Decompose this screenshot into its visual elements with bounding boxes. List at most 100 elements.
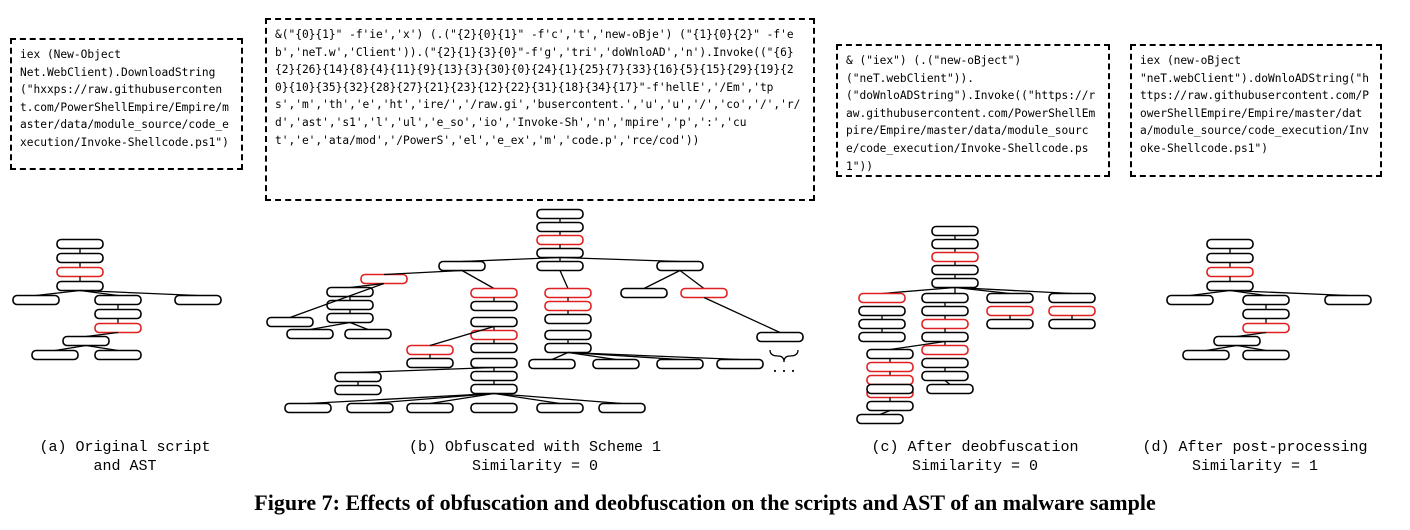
ast-node [866,348,914,360]
ast-node-highlighted [406,344,454,356]
ast-edge [1236,344,1267,352]
ast-node [598,402,646,414]
ast-node-highlighted [921,344,969,356]
ast-node [921,331,969,343]
ast-node [756,331,804,343]
ast-node [94,349,142,361]
ast-edge [703,296,781,334]
ast-node [1242,349,1290,361]
ast-node [406,402,454,414]
ast-edge [567,351,741,361]
caption-d-line1: (d) After post-processing [1142,439,1368,456]
ast-edge [643,269,681,290]
ast-node [56,252,104,264]
ast-node-highlighted [680,287,728,299]
ast-tree-original [12,238,222,361]
ast-node [1213,335,1261,347]
ast-edge [85,344,119,352]
ast-node [62,335,110,347]
ast-edge [429,392,495,405]
ast-edge [559,270,569,289]
ast-edge [54,344,87,352]
ast-edge [493,392,623,405]
ast-node [56,238,104,250]
ast-node [344,328,392,340]
ast-node [931,264,979,276]
ast-node [1242,308,1290,320]
ast-node [1206,238,1254,250]
ast-node [470,383,518,395]
ast-node [921,292,969,304]
ast-node [334,384,382,396]
caption-panel-a: (a) Original script and AST [20,438,230,476]
ast-node [1242,294,1290,306]
caption-a-line1: (a) Original script [39,439,211,456]
ast-node-highlighted [360,273,408,285]
ast-node [986,292,1034,304]
ast-edge [383,269,463,276]
ast-node [284,402,332,414]
ast-node [544,329,592,341]
script-box-original: iex (New-Object Net.WebClient).DownloadS… [10,38,243,170]
ast-node-highlighted [1242,322,1290,334]
ast-node [470,357,518,369]
ast-node [266,316,314,328]
ast-edge [1189,289,1231,297]
ast-node [470,300,518,312]
ast-node [931,277,979,289]
ast-node-highlighted [866,374,914,386]
ast-edge [551,351,569,361]
caption-c-line1: (c) After deobfuscation [871,439,1079,456]
ast-node [1206,280,1254,292]
caption-b-line2: Similarity = 0 [471,458,599,475]
script-box-postprocessed: iex (new-oBject "neT.webClient").doWnloA… [1130,44,1382,177]
ast-tree-obfuscated [266,208,804,414]
ast-edge [567,351,617,361]
ast-node [856,413,904,425]
ast-edge [309,321,351,331]
ast-edge [889,340,946,351]
caption-d-line2: Similarity = 1 [1191,458,1319,475]
ast-node [544,342,592,354]
ast-edge [35,289,81,297]
ast-edge [1205,344,1238,352]
ast-node [620,287,668,299]
ast-node [12,294,60,306]
ast-edge [1229,289,1349,297]
ast-node-highlighted [858,292,906,304]
ast-node [334,371,382,383]
ast-node [346,402,394,414]
ast-node [94,308,142,320]
ast-node [406,357,454,369]
ast-node-highlighted [544,300,592,312]
ast-node [921,305,969,317]
ast-edge [461,269,495,290]
ast-node [438,260,486,272]
ast-node [858,305,906,317]
ast-node [986,318,1034,330]
ast-node-highlighted [986,305,1034,317]
ast-node [470,370,518,382]
ast-node-highlighted [921,318,969,330]
ast-node-highlighted [866,361,914,373]
figure-caption: Figure 7: Effects of obfuscation and deo… [254,490,1156,515]
ast-node [31,349,79,361]
caption-panel-c: (c) After deobfuscation Similarity = 0 [840,438,1110,476]
ast-node [174,294,222,306]
ast-tree-postprocessed [1166,238,1372,361]
ast-node [921,370,969,382]
brace-mark [769,349,799,363]
ast-edge [85,331,119,338]
ast-node [858,331,906,343]
caption-panel-d: (d) After post-processing Similarity = 1 [1120,438,1390,476]
ast-node [1324,294,1372,306]
ast-node [536,221,584,233]
ast-node [536,247,584,259]
ast-node [921,357,969,369]
ast-node [866,383,914,395]
ast-node [536,402,584,414]
ast-node [1048,292,1096,304]
ast-node [470,342,518,354]
ast-edge [289,282,385,319]
ast-node [866,400,914,412]
